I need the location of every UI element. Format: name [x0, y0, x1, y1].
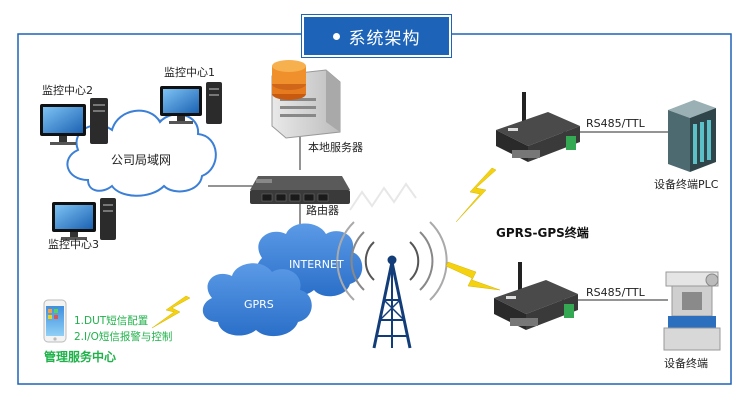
local-server-label: 本地服务器: [308, 141, 363, 154]
management-center-label: 管理服务中心: [44, 350, 117, 364]
company-lan-label: 公司局域网: [111, 153, 172, 167]
monitor-center-1-icon: [160, 82, 222, 124]
lightning-top: [455, 167, 497, 223]
industrial-machine-icon: [663, 271, 721, 351]
gprs-label: GPRS: [244, 298, 274, 311]
lightning-bottom: [445, 261, 501, 291]
plc-device-icon: [668, 100, 716, 172]
monitor-center-1-label: 监控中心1: [164, 66, 215, 79]
router-label: 路由器: [306, 204, 339, 217]
lightning-bolts: [151, 167, 501, 329]
rs485-top-label: RS485/TTL: [586, 117, 645, 130]
mobile-phone-icon: [43, 299, 67, 343]
internet-gprs-clouds: [202, 223, 363, 337]
monitor-center-2-label: 监控中心2: [42, 84, 93, 97]
title-bar: 系统架构: [302, 15, 451, 57]
sms-alarm-item: 2.I/O短信报警与控制: [74, 331, 173, 343]
page-title: 系统架构: [348, 28, 421, 49]
monitor-center-3-label: 监控中心3: [48, 238, 99, 251]
local-server-icon: [271, 60, 341, 139]
device-terminal-label: 设备终端: [664, 357, 708, 370]
plc-label: 设备终端PLC: [654, 178, 719, 191]
gprs-gps-terminal-title: GPRS-GPS终端: [496, 226, 589, 240]
antenna-tower-icon: [336, 221, 448, 349]
monitor-center-3-icon: [52, 198, 116, 240]
lightning-phone: [151, 295, 191, 329]
rs485-bottom-label: RS485/TTL: [586, 286, 645, 299]
router-icon: [250, 176, 350, 204]
title-bullet-icon: [332, 32, 340, 40]
gprs-terminal-top-icon: [496, 92, 580, 162]
watermark-logo: [349, 182, 417, 211]
internet-label: INTERNET: [289, 258, 344, 271]
gprs-terminal-bottom-icon: [494, 262, 578, 330]
monitor-center-2-icon: [40, 98, 108, 145]
sms-config-item: 1.DUT短信配置: [74, 315, 149, 327]
